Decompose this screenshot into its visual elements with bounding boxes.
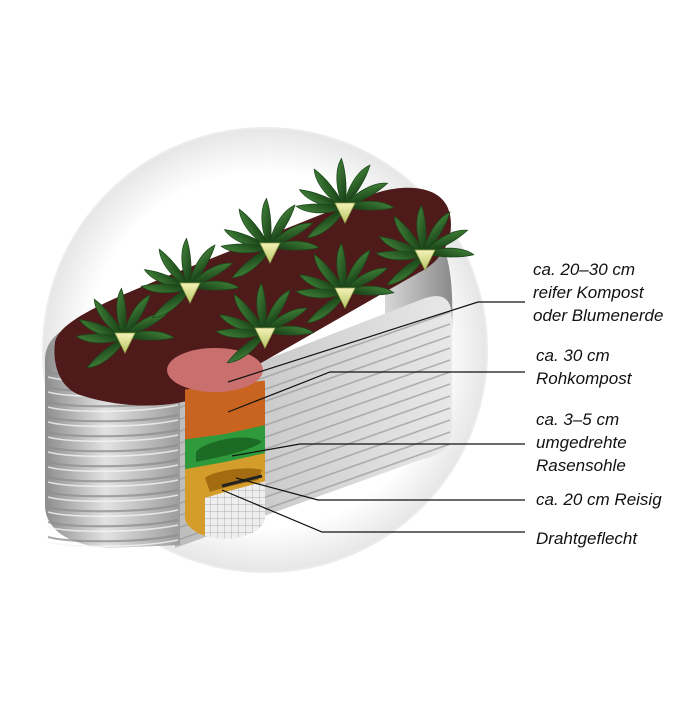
plant-leaf xyxy=(238,208,271,248)
end-cap-rib xyxy=(47,458,179,468)
leader-line-brushwood xyxy=(235,477,525,501)
end-cap-rib xyxy=(47,533,179,543)
plant-leaf xyxy=(86,336,126,369)
label-top-soil-line-1: ca. 20–30 cm xyxy=(533,260,636,279)
brushwood-inner-shade xyxy=(205,468,262,492)
end-cap-rib xyxy=(47,443,179,453)
label-raw-compost-line-2: Rohkompost xyxy=(536,369,632,388)
plant-leaf xyxy=(336,157,347,209)
plant-leaf xyxy=(140,283,192,294)
plant-leaf xyxy=(386,253,426,286)
plant-leaf xyxy=(158,248,191,288)
plant-heart xyxy=(334,202,356,224)
plants xyxy=(75,157,475,369)
label-raw-compost: ca. 30 cm Rohkompost xyxy=(536,344,631,390)
plant-leaf xyxy=(233,293,266,333)
leader-line-top-soil xyxy=(227,301,525,383)
plant xyxy=(375,204,475,286)
plant-heart xyxy=(414,249,436,271)
plant-leaf xyxy=(231,246,271,279)
plant xyxy=(295,157,395,239)
end-cap-rib-highlight xyxy=(47,539,179,548)
end-cap-rib-highlight xyxy=(47,404,179,413)
end-cap-rib-highlight xyxy=(47,509,179,518)
plant-leaf xyxy=(268,240,320,251)
label-brushwood-line-1: ca. 20 cm Reisig xyxy=(536,490,662,509)
plant-leaf xyxy=(181,237,192,289)
label-brushwood: ca. 20 cm Reisig xyxy=(536,488,662,511)
plant-leaf xyxy=(75,333,127,344)
plant xyxy=(75,287,175,369)
leader-line-turf xyxy=(231,443,525,457)
end-cap-rib-highlight xyxy=(47,479,179,488)
label-top-soil: ca. 20–30 cm reifer Kompost oder Blumene… xyxy=(533,258,663,327)
label-raw-compost-line-1: ca. 30 cm xyxy=(536,346,610,365)
plant xyxy=(140,237,240,319)
plant xyxy=(295,242,395,324)
plant-leaf xyxy=(263,325,315,336)
plant xyxy=(220,197,320,279)
plant-leaf xyxy=(306,291,346,324)
plant-heart xyxy=(334,287,356,309)
compost-opening xyxy=(167,348,263,392)
end-cap-rib xyxy=(47,488,179,498)
plant-leaf xyxy=(220,243,272,254)
plant-leaf xyxy=(416,204,427,256)
plant-leaf xyxy=(188,280,240,291)
end-cap-rib xyxy=(47,473,179,483)
plant-leaf xyxy=(151,286,191,319)
label-turf-line-3: Rasensohle xyxy=(536,456,626,475)
label-turf: ca. 3–5 cm umgedrehte Rasensohle xyxy=(536,408,627,477)
plant-leaf xyxy=(306,206,346,239)
plant-leaf xyxy=(313,168,346,208)
end-cap-rib xyxy=(47,413,179,423)
end-cap-rib-highlight xyxy=(47,434,179,443)
plant-leaf xyxy=(313,253,346,293)
plant-leaf xyxy=(343,200,395,211)
end-cap-rib-highlight xyxy=(47,419,179,428)
plant-leaf xyxy=(423,247,475,258)
end-cap-rib-highlight xyxy=(47,464,179,473)
raw-compost-layer xyxy=(185,380,265,440)
plant-leaf xyxy=(116,287,127,339)
end-cap-rib-highlight xyxy=(47,449,179,458)
leader-line-raw-compost xyxy=(227,371,525,413)
plant-leaf xyxy=(261,197,272,249)
plant-leaf xyxy=(336,242,347,294)
end-cap-rib xyxy=(47,518,179,528)
turf-inner-shade xyxy=(196,437,262,462)
plant-leaf xyxy=(226,331,266,364)
plant-heart xyxy=(254,327,276,349)
plant-leaf xyxy=(393,215,426,255)
leader-lines xyxy=(221,301,525,533)
plant-heart xyxy=(259,242,281,264)
plant-leaf xyxy=(256,282,267,334)
label-wire-mesh: Drahtgeflecht xyxy=(536,527,637,550)
plant-heart xyxy=(179,282,201,304)
label-turf-line-1: ca. 3–5 cm xyxy=(536,410,620,429)
end-cap-rib xyxy=(47,503,179,513)
plant-leaf xyxy=(295,203,347,214)
label-top-soil-line-2: reifer Kompost xyxy=(533,283,644,302)
end-cap-rib-highlight xyxy=(47,494,179,503)
leader-line-wire-mesh xyxy=(221,489,525,533)
end-cap-rib xyxy=(47,428,179,438)
plant-leaf xyxy=(215,328,267,339)
end-cap-rib-highlight xyxy=(47,524,179,533)
plant-leaf xyxy=(343,285,395,296)
plant-leaf xyxy=(93,298,126,338)
plant xyxy=(215,282,315,364)
plant-leaf xyxy=(375,250,427,261)
plant-leaf xyxy=(295,288,347,299)
plant-heart xyxy=(114,332,136,354)
wire-edge xyxy=(221,474,263,488)
plant-leaf xyxy=(123,330,175,341)
label-wire-mesh-line-1: Drahtgeflecht xyxy=(536,529,638,548)
label-top-soil-line-3: oder Blumenerde xyxy=(533,306,664,325)
label-turf-line-2: umgedrehte xyxy=(536,433,627,452)
soil-surface xyxy=(54,187,451,406)
